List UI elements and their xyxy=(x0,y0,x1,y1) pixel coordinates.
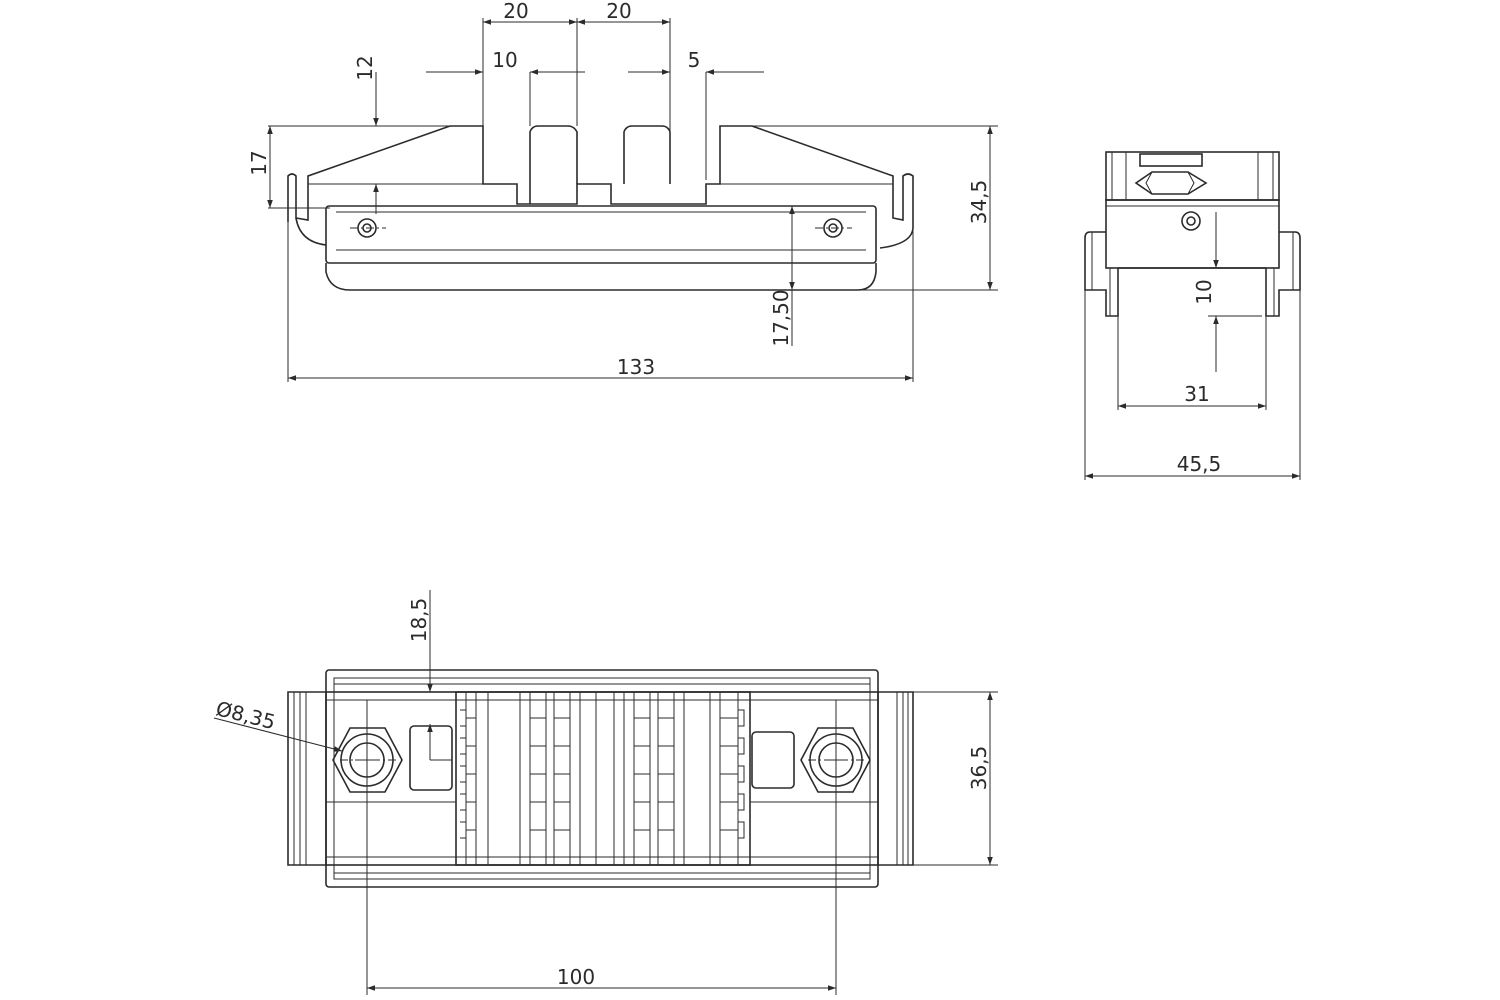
dim-rib-width: 5 xyxy=(688,48,701,72)
front-slot-right xyxy=(623,125,671,184)
side-view: 10 31 45,5 xyxy=(1084,151,1301,480)
dim-height: 36,5 xyxy=(967,746,991,791)
side-housing-top xyxy=(1105,151,1280,201)
side-clip-right xyxy=(1265,231,1301,317)
screw-icon xyxy=(1181,211,1201,231)
front-view: 20 20 10 5 12 17 34,5 17,50 133 xyxy=(247,0,998,382)
top-flange-left xyxy=(287,691,326,866)
dim-hole-spacing: 100 xyxy=(557,965,595,989)
top-view: 18,5 Ø8,35 36,5 100 xyxy=(214,590,998,995)
dim-slot-width: 10 xyxy=(492,48,517,72)
contact-insert xyxy=(455,691,751,866)
dim-top-offset: 12 xyxy=(353,55,377,80)
dim-overall-width: 45,5 xyxy=(1177,452,1222,476)
dim-hole-diameter: Ø8,35 xyxy=(214,696,278,734)
dim-overall-height: 34,5 xyxy=(967,180,991,225)
dim-hook-height: 17 xyxy=(247,150,271,175)
front-slot-left xyxy=(529,125,578,204)
top-outer-frame xyxy=(325,669,879,888)
dim-pitch-left: 20 xyxy=(503,0,528,23)
dim-inner-width: 31 xyxy=(1184,382,1209,406)
dim-pitch-right: 20 xyxy=(606,0,631,23)
front-housing-outline xyxy=(287,125,914,249)
dim-overall-length: 133 xyxy=(617,355,655,379)
side-clip-left xyxy=(1084,231,1119,317)
dim-inner-height: 10 xyxy=(1192,279,1216,304)
front-base-body xyxy=(325,205,877,264)
side-body xyxy=(1105,199,1280,269)
dim-body-height: 17,50 xyxy=(769,289,793,346)
dim-edge-offset: 18,5 xyxy=(407,598,431,643)
